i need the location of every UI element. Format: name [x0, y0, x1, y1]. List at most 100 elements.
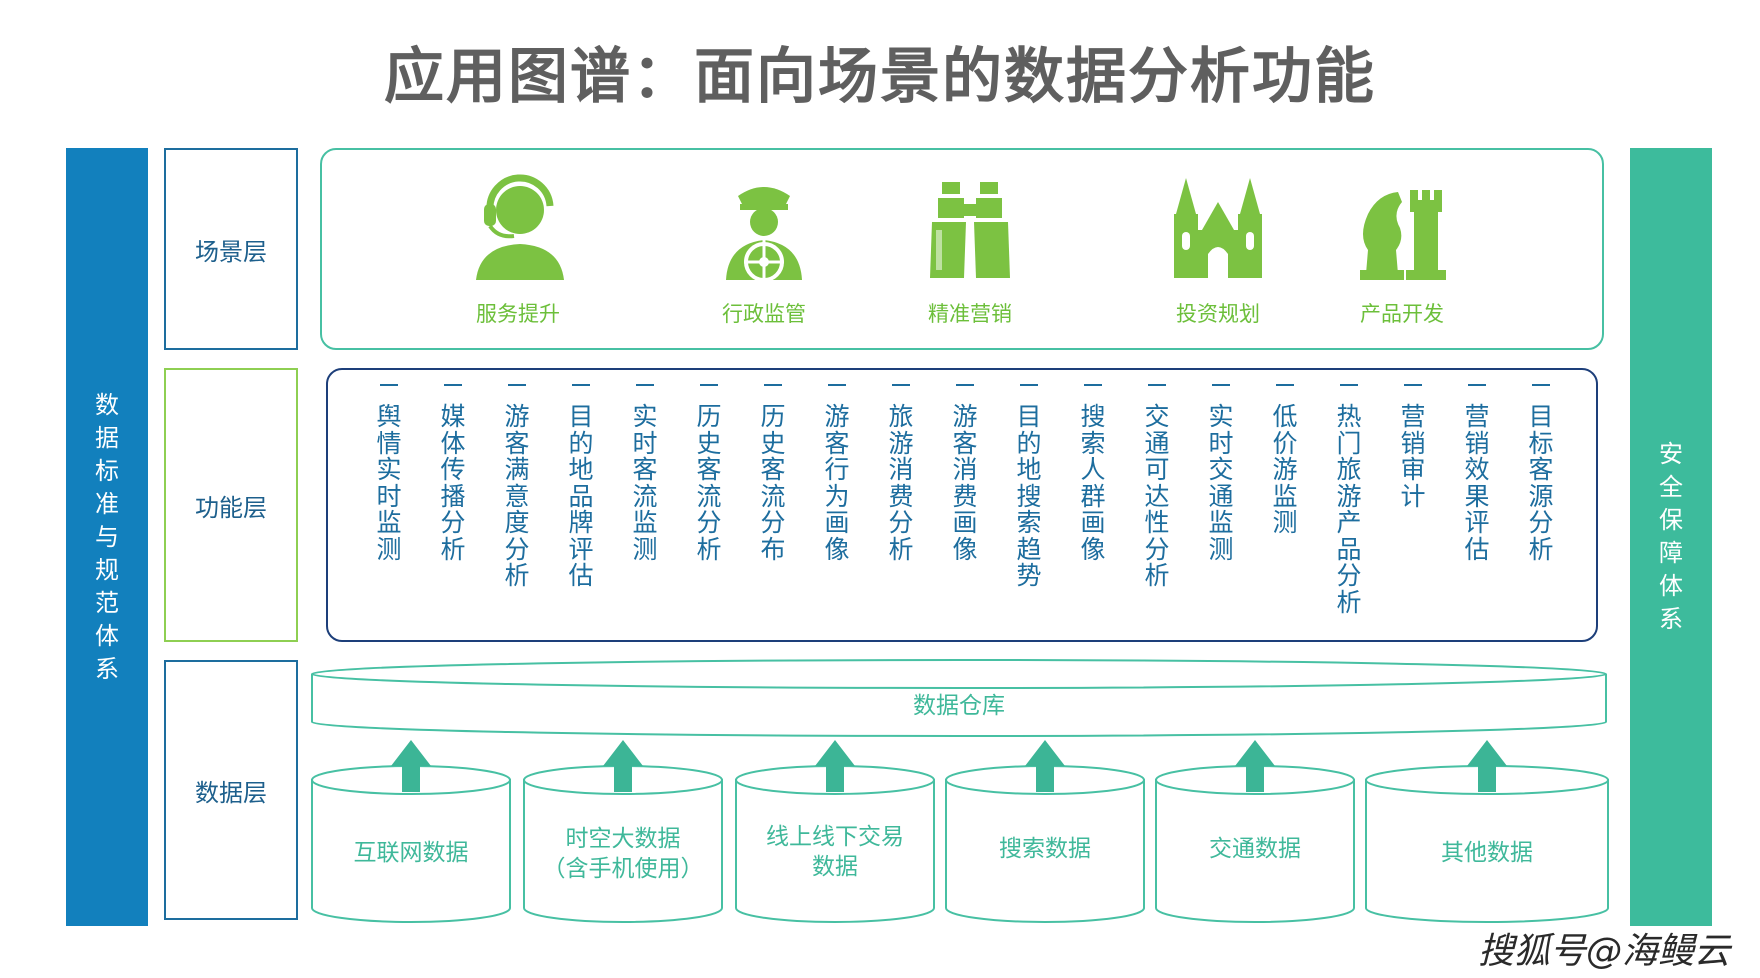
function-label: 目的地品牌评估 [568, 402, 594, 590]
function-label: 热门旅游产品分析 [1336, 402, 1362, 617]
source-label-line1: 线上线下交易 [766, 824, 904, 850]
dash [892, 384, 910, 386]
up-arrow-icon [391, 740, 431, 792]
scene-item: 行政监管 [674, 174, 854, 328]
function-item: 舆情实时监测 [372, 384, 406, 563]
page-title: 应用图谱：面向场景的数据分析功能 [384, 42, 1376, 112]
source-label-line1: 搜索数据 [999, 836, 1091, 862]
function-item: 旅游消费分析 [884, 384, 918, 563]
source-label: 搜索数据 [945, 834, 1145, 864]
scene-item: 产品开发 [1312, 174, 1492, 328]
dash [380, 384, 398, 386]
function-item: 目的地搜索趋势 [1012, 384, 1046, 590]
headset-person-icon [476, 174, 564, 280]
warehouse-label: 数据仓库 [913, 693, 1005, 719]
up-arrow-icon [1025, 740, 1065, 792]
function-item: 低价游监测 [1268, 384, 1302, 537]
source-label-line1: 其他数据 [1441, 840, 1533, 866]
function-item: 营销审计 [1396, 384, 1430, 510]
function-layer-label: 功能层 [164, 368, 298, 642]
security-bar-label: 安全保障体系 [1659, 440, 1683, 633]
data-layer-label: 数据层 [164, 660, 298, 920]
source-label-line1: 互联网数据 [353, 840, 469, 866]
warehouse-cylinder [311, 674, 1607, 737]
warehouse-top [311, 659, 1607, 689]
dash [764, 384, 782, 386]
scene-label: 服务提升 [476, 302, 560, 326]
scene-label: 行政监管 [722, 302, 806, 326]
watermark: 搜狐号@海鳗云 [1478, 931, 1731, 972]
source-label: 其他数据 [1387, 838, 1587, 868]
function-label: 营销审计 [1400, 402, 1426, 511]
scene-label: 精准营销 [928, 302, 1012, 326]
function-item: 历史客流分析 [692, 384, 726, 563]
dash [1532, 384, 1550, 386]
source-label-line2: 数据 [812, 854, 858, 880]
function-label: 游客消费画像 [952, 402, 978, 564]
function-label: 历史客流分布 [760, 402, 786, 564]
function-item: 媒体传播分析 [436, 384, 470, 563]
function-item: 历史客流分布 [756, 384, 790, 563]
dash [1020, 384, 1038, 386]
function-label: 旅游消费分析 [888, 402, 914, 564]
function-label: 游客行为画像 [824, 402, 850, 564]
dash [1340, 384, 1358, 386]
source-label: 时空大数据 （含手机使用） [523, 824, 723, 884]
function-item: 实时客流监测 [628, 384, 662, 563]
dash [508, 384, 526, 386]
dash [1468, 384, 1486, 386]
function-item: 游客消费画像 [948, 384, 982, 563]
binoculars-icon [930, 182, 1010, 278]
dash [1212, 384, 1230, 386]
function-layer-box: 舆情实时监测 媒体传播分析 游客满意度分析 目的地品牌评估 实时客流监测 历史客… [326, 368, 1598, 642]
dash [828, 384, 846, 386]
function-item: 搜索人群画像 [1076, 384, 1110, 563]
function-item: 实时交通监测 [1204, 384, 1238, 563]
scene-layer-label: 场景层 [164, 148, 298, 350]
source-label-line1: 交通数据 [1209, 836, 1301, 862]
source-label: 交通数据 [1155, 834, 1355, 864]
function-item: 目标客源分析 [1524, 384, 1558, 563]
scene-label: 产品开发 [1360, 302, 1444, 326]
function-item: 目的地品牌评估 [564, 384, 598, 590]
scene-item: 服务提升 [428, 174, 608, 328]
function-label: 目的地搜索趋势 [1016, 402, 1042, 590]
chess-pieces-icon [1360, 190, 1446, 280]
captain-helm-icon [726, 187, 802, 282]
dash [572, 384, 590, 386]
dash [1404, 384, 1422, 386]
function-label: 历史客流分析 [696, 402, 722, 564]
up-arrow-icon [815, 740, 855, 792]
function-label: 舆情实时监测 [376, 402, 402, 564]
function-label: 营销效果评估 [1464, 402, 1490, 564]
function-item: 游客满意度分析 [500, 384, 534, 590]
source-label: 线上线下交易 数据 [735, 822, 935, 882]
source-cylinder [735, 779, 935, 923]
scene-label: 投资规划 [1176, 302, 1260, 326]
function-item: 热门旅游产品分析 [1332, 384, 1366, 616]
dash [1276, 384, 1294, 386]
source-cylinder [1365, 779, 1609, 923]
source-cylinder [523, 779, 723, 923]
function-label: 交通可达性分析 [1144, 402, 1170, 590]
dash [444, 384, 462, 386]
function-label: 媒体传播分析 [440, 402, 466, 564]
source-cylinder [945, 779, 1145, 923]
dash [1084, 384, 1102, 386]
up-arrow-icon [603, 740, 643, 792]
dash [636, 384, 654, 386]
source-cylinder [311, 779, 511, 923]
dash [956, 384, 974, 386]
up-arrow-icon [1467, 740, 1507, 792]
standards-bar: 数据标准与规范体系 [66, 148, 148, 926]
function-label: 搜索人群画像 [1080, 402, 1106, 564]
scene-item: 投资规划 [1128, 174, 1308, 328]
source-label: 互联网数据 [311, 838, 511, 868]
security-bar: 安全保障体系 [1630, 148, 1712, 926]
function-label: 游客满意度分析 [504, 402, 530, 590]
function-label: 低价游监测 [1272, 402, 1298, 537]
function-item: 营销效果评估 [1460, 384, 1494, 563]
dash [1148, 384, 1166, 386]
cathedral-icon [1174, 178, 1262, 278]
